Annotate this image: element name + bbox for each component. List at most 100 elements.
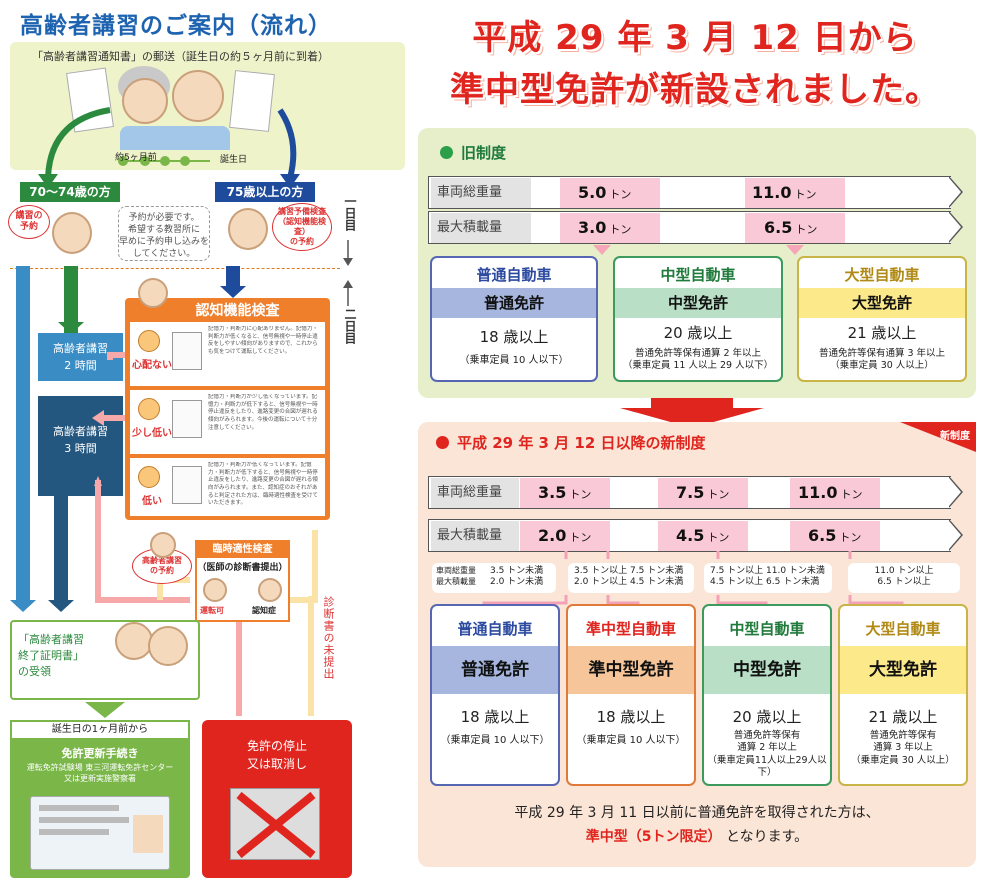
result-description: 記憶力・判断力が低くなっています。記憶力・判断力が低下すると、信号無視や一時停止… — [208, 462, 319, 507]
day-two-label: 二日目 — [343, 308, 357, 344]
result-label: 心配ない — [132, 360, 172, 371]
pink-band — [745, 178, 845, 208]
driving-ok-label: 運転可 — [200, 606, 224, 615]
flow-arrowhead — [85, 702, 125, 718]
new-system-heading: 平成 29 年 3 月 12 日以降の新制度 — [436, 432, 706, 453]
pink-band — [790, 478, 880, 508]
main-title-line1: 平成 29 年 3 月 12 日から — [472, 18, 918, 58]
main-title-line2: 準中型免許が新設されました。 — [450, 70, 940, 110]
renewal-locations: 運転免許試験場 東三河運転免許センター 又は更新実施警察署 — [26, 763, 174, 784]
timeline-dot — [160, 156, 170, 166]
pink-band — [658, 478, 748, 508]
pink-band — [560, 178, 660, 208]
renewal-title: 免許更新手続き — [61, 747, 139, 760]
reservation-note: 予約が必要です。 希望する教習所に 早めに予約申し込みを してください。 — [118, 206, 210, 261]
flow-bar-pink — [236, 622, 242, 716]
pink-band — [658, 521, 748, 551]
footnote-line2: 準中型（5トン限定） となります。 — [585, 829, 809, 845]
suspension-text: 免許の停止 又は取消し — [246, 739, 307, 771]
smile-face-icon — [138, 330, 160, 352]
gross-weight-label: 車両総重量 — [431, 478, 519, 508]
couple-body — [120, 126, 230, 150]
elderly-man-phone-illustration — [228, 208, 268, 250]
range-connectors — [482, 551, 904, 607]
renewal-timing: 誕生日の1ヶ月前から — [10, 720, 190, 740]
cognitive-result-row — [130, 458, 325, 516]
flow-arrowhead — [10, 600, 36, 612]
group-75-plus-label: 75歳以上の方 — [215, 182, 315, 202]
new-license-card-medium: 中型自動車 中型免許 20 歳以上 普通免許等保有 通算 2 年以上 （乗車定員… — [702, 604, 832, 786]
result-description: 記憶力・判断力が少し低くなっています。記憶力・判断力が低下すると、信号無視や一時… — [208, 394, 318, 431]
gross-weight-label: 車両総重量 — [431, 178, 531, 208]
doc-not-submitted-label: 診断書の未提出 — [322, 596, 335, 680]
day-divider-arrows — [343, 240, 353, 306]
result-label: 少し低い — [132, 428, 172, 439]
down-arrow — [786, 245, 804, 255]
dementia-label: 認知症 — [252, 606, 276, 615]
certificate-text: 「高齢者講習 終了証明書」 の受領 — [18, 633, 84, 678]
phone-user-illustration — [150, 532, 176, 558]
flow-bar-blue — [226, 266, 240, 288]
elderly-woman-phone-illustration — [52, 212, 92, 254]
cognitive-test-title: 認知機能検査 — [195, 303, 280, 319]
mail-notice-text: 「高齢者講習通知書」の郵送（誕生日の約５ヶ月前に到着） — [32, 50, 329, 63]
timeline-dot — [118, 156, 128, 166]
cognitive-result-row — [130, 322, 325, 386]
pink-band — [560, 213, 660, 243]
pretest-reserve-bubble: 講習予備検査 （認知機能検査） の予約 — [272, 203, 332, 251]
new-license-card-large: 大型自動車 大型免許 21 歳以上 普通免許等保有 通算 3 年以上 （乗車定員… — [838, 604, 968, 786]
flow-bar-lightblue — [16, 266, 30, 606]
result-description: 記憶力・判断力に心配ありません。記憶力・判断力が低くなると、信号無視や一時停止違… — [208, 326, 318, 356]
cross-icon — [236, 791, 316, 859]
temp-aptitude-subtitle: （医師の診断書提出） — [197, 563, 288, 573]
day-separator-line — [10, 268, 340, 269]
neutral-face-icon — [138, 398, 160, 420]
lecture-3-hours: 高齢者講習 3 時間 — [38, 396, 123, 496]
timeline-end-label: 誕生日 — [220, 155, 248, 165]
old-license-card-regular: 普通自動車 普通免許 18 歳以上 （乗車定員 10 人以下） — [430, 256, 598, 382]
flow-bar-darkblue — [54, 496, 68, 606]
red-dot-icon — [436, 436, 449, 449]
pink-band — [790, 521, 880, 551]
flow-arrowhead — [58, 322, 84, 334]
max-load-label: 最大積載量 — [431, 521, 519, 551]
doctor-ng-illustration — [258, 578, 282, 602]
new-license-card-semi-medium: 準中型自動車 準中型免許 18 歳以上 （乗車定員 10 人以下） — [566, 604, 696, 786]
document-icon — [172, 332, 202, 370]
old-license-card-medium: 中型自動車 中型免許 20 歳以上 普通免許等保有通算 2 年以上 （乗車定員 … — [613, 256, 783, 382]
temp-aptitude-title: 臨時適性検査 — [197, 542, 288, 558]
pink-band — [520, 521, 610, 551]
split-arrows — [38, 107, 300, 188]
left-title: 高齢者講習のご案内（流れ） — [20, 13, 332, 39]
flow-arrowhead — [48, 600, 74, 612]
flow-arrowhead — [220, 286, 246, 298]
timeline-dot — [180, 156, 190, 166]
green-dot-icon — [440, 146, 453, 159]
document-icon — [172, 400, 202, 438]
flow-bar-yellow — [308, 596, 314, 716]
elderly-man-illustration — [148, 626, 188, 666]
max-load-label: 最大積載量 — [431, 213, 531, 243]
flow-bar-green — [64, 266, 78, 333]
examinee-illustration — [138, 278, 168, 308]
cognitive-result-row — [130, 390, 325, 454]
document-icon — [172, 466, 202, 504]
elderly-woman-illustration — [115, 622, 153, 660]
timeline-dot — [140, 156, 150, 166]
pink-band — [520, 478, 610, 508]
lecture-reserve-bubble: 講習の 予約 — [8, 205, 50, 239]
timeline-start-label: 約5ヶ月前 — [115, 153, 157, 163]
doctor-ok-illustration — [203, 578, 227, 602]
result-label: 低い — [142, 496, 162, 507]
